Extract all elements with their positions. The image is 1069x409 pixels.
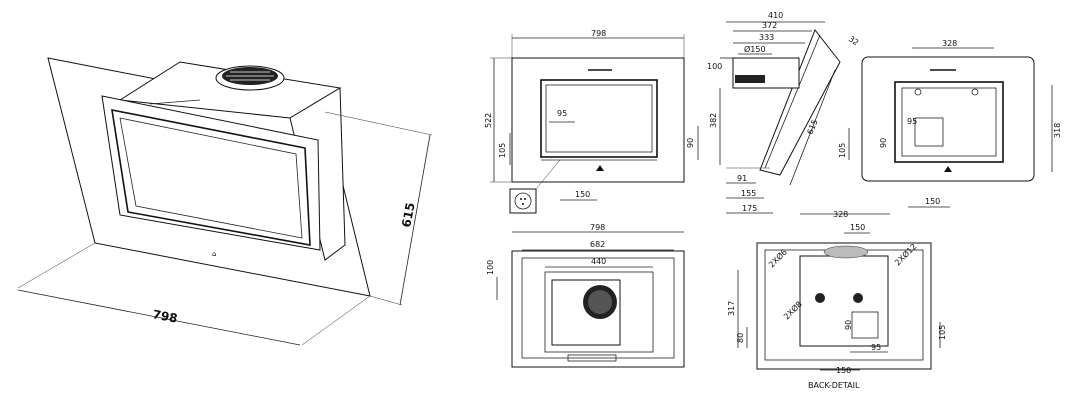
front-150-label: 150 bbox=[575, 190, 590, 199]
side-view: 410 372 333 Ø150 100 382 615 32 91 155 1… bbox=[707, 11, 861, 214]
top-100-label: 100 bbox=[486, 260, 495, 275]
detail-150-label: 150 bbox=[850, 223, 865, 232]
side-175-label: 175 bbox=[742, 204, 757, 213]
iso-width-label: 798 bbox=[151, 307, 178, 326]
detail-105-label: 105 bbox=[938, 325, 947, 340]
back-view: 328 95 90 105 318 150 bbox=[838, 39, 1062, 208]
top-view: 798 682 440 100 bbox=[486, 223, 685, 368]
front-view: 798 522 95 105 90 150 bbox=[484, 29, 699, 214]
front-height-label: 522 bbox=[484, 113, 493, 128]
side-angle-label: 32 bbox=[847, 34, 861, 47]
back-150-label: 150 bbox=[925, 197, 940, 206]
top-440-label: 440 bbox=[591, 257, 606, 266]
front-95-label: 95 bbox=[557, 109, 567, 118]
back-90-label: 90 bbox=[879, 138, 888, 148]
side-150-label: Ø150 bbox=[744, 44, 766, 54]
side-100-label: 100 bbox=[707, 62, 722, 71]
back-318-label: 318 bbox=[1053, 123, 1062, 138]
side-410-label: 410 bbox=[768, 11, 783, 20]
side-155-label: 155 bbox=[741, 189, 756, 198]
back-detail-title: BACK-DETAIL bbox=[808, 381, 860, 390]
detail-90-label: 90 bbox=[844, 320, 853, 330]
back-95-label: 95 bbox=[907, 117, 917, 126]
front-105-label: 105 bbox=[498, 143, 507, 158]
front-90-label: 90 bbox=[686, 138, 695, 148]
detail-80-label: 80 bbox=[736, 333, 745, 343]
side-91-label: 91 bbox=[737, 174, 747, 183]
back-105-label: 105 bbox=[838, 143, 847, 158]
svg-text:⌂: ⌂ bbox=[212, 250, 216, 258]
back-detail: 328 150 2XØ6 2XØ12 2XØ8 317 80 90 105 95… bbox=[727, 210, 947, 390]
side-382-label: 382 bbox=[709, 113, 718, 128]
side-333-label: 333 bbox=[759, 33, 774, 42]
detail-95-label: 95 bbox=[871, 343, 881, 352]
detail-328-label: 328 bbox=[833, 210, 848, 219]
back-328-label: 328 bbox=[942, 39, 957, 48]
top-682-label: 682 bbox=[590, 240, 605, 249]
iso-height-label: 615 bbox=[399, 201, 418, 228]
detail-150b-label: 150 bbox=[836, 366, 851, 375]
top-798-label: 798 bbox=[590, 223, 605, 232]
detail-317-label: 317 bbox=[727, 301, 736, 316]
iso-view: ⌂ 798 615 bbox=[17, 57, 433, 346]
side-372-label: 372 bbox=[762, 21, 777, 30]
front-width-label: 798 bbox=[591, 29, 606, 38]
